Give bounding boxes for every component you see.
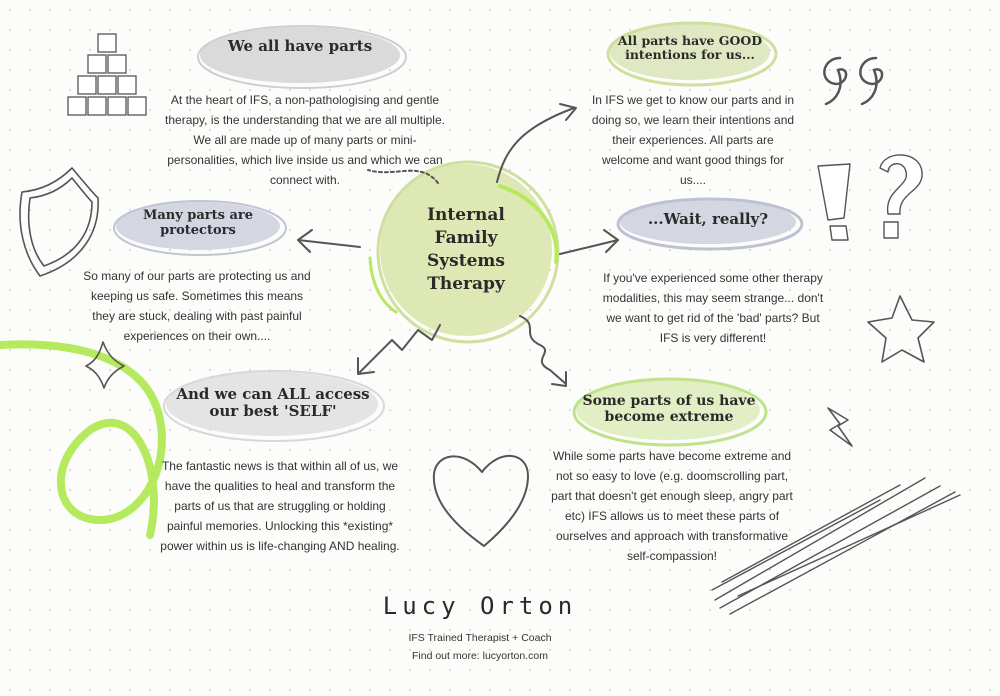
scribble-lines-icon [711,477,961,615]
arrow-to-protectors [297,239,361,248]
node-good-intentions-title: All parts have GOOD intentions for us... [617,33,763,63]
node-extreme-title: Some parts of us have become extreme [582,393,756,426]
extreme-blob [576,380,760,440]
lightning-icon [827,407,853,447]
star-icon [867,295,935,363]
node-parts-title: We all have parts [227,37,373,55]
quote-marks-icon [823,56,884,106]
self-blob [166,372,378,436]
arrow-to-good-intentions [496,107,575,183]
node-self-body: The fantastic news is that within all of… [160,459,400,553]
center-title: Internal Family Systems Therapy [427,205,505,294]
node-parts-body: At the heart of IFS, a non-pathologising… [165,93,445,187]
protectors-blob [116,202,280,250]
node-wait-title: ...Wait, really? [647,210,769,228]
diamond-sparkle-icon [85,341,125,389]
node-wait-body: If you've experienced some other therapy… [602,271,824,345]
node-protectors-title: Many parts are protectors [142,208,254,238]
parts-blob [200,27,400,83]
shield-icon [19,167,99,277]
node-extreme-body: While some parts have become extreme and… [551,449,793,563]
good-intentions-blob [610,24,770,80]
wait-blob [620,200,796,244]
node-self-title: And we can ALL access our best 'SELF' [176,385,370,421]
blocks-pyramid-icon [67,33,147,116]
dashed-connector [367,169,439,184]
node-protectors-body: So many of our parts are protecting us a… [83,269,311,343]
heart-icon [432,455,529,547]
footer-role: IFS Trained Therapist + Coach [408,632,552,644]
signature: Lucy Orton [382,592,578,620]
footer-link[interactable]: Find out more: lucyorton.com [412,650,548,662]
exclamation-question-icon [817,154,923,241]
swirl-line-icon [0,340,166,539]
arrow-to-self [359,324,441,373]
arrow-to-wait [559,239,619,255]
center-circle [380,164,552,336]
node-good-intentions-body: In IFS we get to know our parts and in d… [591,93,795,187]
arrow-to-extreme [519,315,567,385]
